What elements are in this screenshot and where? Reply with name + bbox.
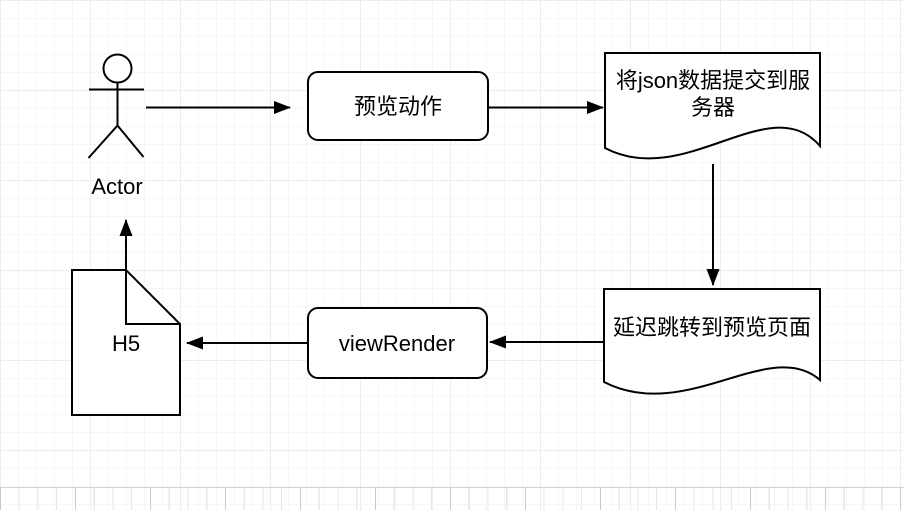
submit-json-label-line2: 务器: [691, 95, 735, 120]
actor-head: [102, 53, 133, 84]
offpage-grid-strip: [0, 488, 904, 510]
node-h5[interactable]: H5: [71, 269, 181, 416]
node-actor[interactable]: Actor: [87, 53, 145, 200]
preview-action-label: 预览动作: [354, 94, 442, 119]
node-preview-action[interactable]: 预览动作: [307, 71, 489, 141]
h5-note-outline: [71, 269, 181, 416]
view-render-box: [307, 307, 488, 379]
page-boundary-line: [0, 487, 904, 488]
node-view-render[interactable]: viewRender: [307, 307, 488, 379]
node-submit-json[interactable]: 将json数据提交到服 务器: [604, 52, 821, 160]
view-render-label: viewRender: [339, 331, 455, 356]
submit-json-label-line1: 将json数据提交到服: [616, 68, 810, 93]
h5-note-fold: [125, 270, 180, 325]
submit-json-document: [604, 52, 821, 160]
preview-action-box: [307, 71, 489, 141]
actor-legs: [87, 124, 145, 159]
h5-label: H5: [112, 331, 140, 356]
node-delay-redirect[interactable]: 延迟跳转到预览页面: [603, 288, 821, 395]
delay-redirect-document: [603, 288, 821, 395]
actor-label: Actor: [91, 174, 142, 199]
delay-redirect-label: 延迟跳转到预览页面: [613, 315, 811, 340]
